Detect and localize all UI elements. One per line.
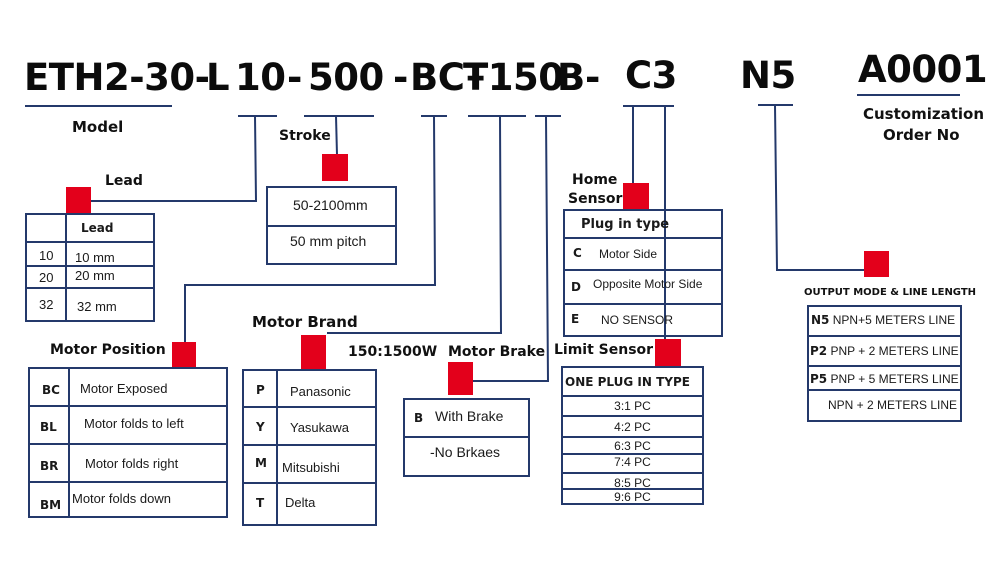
output-mode-table: N5 NPN+5 METERS LINE P2 PNP + 2 METERS L… — [807, 305, 962, 422]
limit-sensor-marker — [655, 339, 681, 366]
model-code-stroke: 500 — [308, 56, 384, 99]
stroke-marker — [322, 154, 348, 181]
table-row: E NO SENSOR — [565, 303, 721, 335]
table-row: P5 PNP + 5 METERS LINE — [809, 365, 960, 391]
home-sensor-header: Plug in type — [581, 217, 670, 232]
model-code-dash-1: - — [287, 56, 302, 99]
table-row: 32 32 mm — [27, 287, 153, 320]
table-row: BR Motor folds right — [30, 443, 226, 481]
table-row: BM Motor folds down — [30, 481, 226, 517]
motor-brand-label: Motor Brand — [252, 313, 358, 331]
motor-position-label: Motor Position — [50, 342, 166, 358]
table-row: NPN + 2 METERS LINE — [809, 389, 960, 422]
motor-brake-label: Motor Brake — [448, 344, 546, 360]
home-sensor-table: Plug in type C Motor Side D Opposite Mot… — [563, 209, 723, 337]
table-row: BL Motor folds to left — [30, 405, 226, 443]
table-row: 10 10 mm — [27, 241, 153, 267]
stroke-label: Stroke — [279, 128, 331, 144]
motor-brand-marker — [301, 335, 326, 369]
output-connector — [774, 104, 865, 271]
brake-connector — [471, 115, 550, 382]
model-code-eth2: ETH2-30- — [24, 56, 210, 99]
home-sensor-label-2: Sensor — [568, 191, 623, 207]
model-code-power: Ŧ150 — [463, 56, 564, 99]
table-row: C Motor Side — [565, 237, 721, 269]
stroke-connector — [335, 115, 338, 156]
lead-connector — [90, 115, 258, 202]
output-mode-label: OUTPUT MODE & LINE LENGTH — [804, 287, 977, 298]
limit-sensor-label: Limit Sensor — [554, 342, 654, 358]
model-code-dash-2: - — [393, 56, 408, 99]
lead-marker — [66, 187, 91, 213]
table-row: -No Brkaes — [405, 436, 528, 477]
table-row: 9:6 PC — [563, 488, 702, 505]
customization-label: Customization — [863, 105, 985, 123]
table-row: M Mitsubishi — [244, 444, 375, 482]
lead-table-header: Lead — [81, 221, 114, 235]
motor-brand-table: P Panasonic Y Yasukawa M Mitsubishi T De… — [242, 369, 377, 526]
stroke-pitch: 50 mm pitch — [290, 233, 367, 249]
stroke-table: 50-2100mm 50 mm pitch — [266, 186, 397, 265]
model-code-order: A0001 — [858, 48, 988, 91]
model-code-sensor: C3 — [625, 54, 677, 97]
limit-sensor-table: ONE PLUG IN TYPE 3:1 PC 4:2 PC 6:3 PC 7:… — [561, 366, 704, 505]
model-code-position: BC — [410, 56, 465, 99]
motor-brake-marker — [448, 362, 473, 395]
output-marker — [864, 251, 889, 277]
lead-label: Lead — [105, 173, 143, 189]
motor-position-table: BC Motor Exposed BL Motor folds to left … — [28, 367, 228, 518]
table-row: Y Yasukawa — [244, 406, 375, 444]
motor-brake-table: B With Brake -No Brkaes — [403, 398, 530, 477]
motor-position-marker — [172, 342, 196, 367]
position-connector — [184, 115, 437, 343]
table-row: N5 NPN+5 METERS LINE — [811, 313, 956, 327]
home-sensor-label-1: Home — [572, 172, 618, 188]
table-row: 50 mm pitch — [268, 225, 395, 265]
limit-sensor-header: ONE PLUG IN TYPE — [565, 375, 690, 389]
model-code-l: L — [206, 56, 230, 99]
stroke-range: 50-2100mm — [293, 197, 368, 213]
table-row: T Delta — [244, 482, 375, 526]
home-sensor-marker — [623, 183, 649, 210]
lead-table: Lead 10 10 mm 20 20 mm 32 32 mm — [25, 213, 155, 322]
model-code-lead: 10 — [235, 56, 286, 99]
table-row: D Opposite Motor Side — [565, 269, 721, 303]
table-row: 7:4 PC — [563, 453, 702, 473]
model-code-brake: B — [557, 56, 585, 99]
table-row: 6:3 PC — [563, 436, 702, 455]
table-row: 3:1 PC — [563, 395, 702, 416]
model-code-output: N5 — [740, 54, 796, 97]
model-label: Model — [72, 118, 124, 136]
table-row: P2 PNP + 2 METERS LINE — [809, 335, 960, 365]
table-row: 4:2 PC — [563, 415, 702, 438]
model-code-dash-3: - — [585, 56, 600, 99]
table-row: 8:5 PC — [563, 472, 702, 490]
brand-connector — [327, 115, 503, 334]
table-row: 20 20 mm — [27, 265, 153, 289]
order-no-label: Order No — [883, 126, 960, 144]
power-range-label: 150:1500W — [348, 344, 438, 360]
